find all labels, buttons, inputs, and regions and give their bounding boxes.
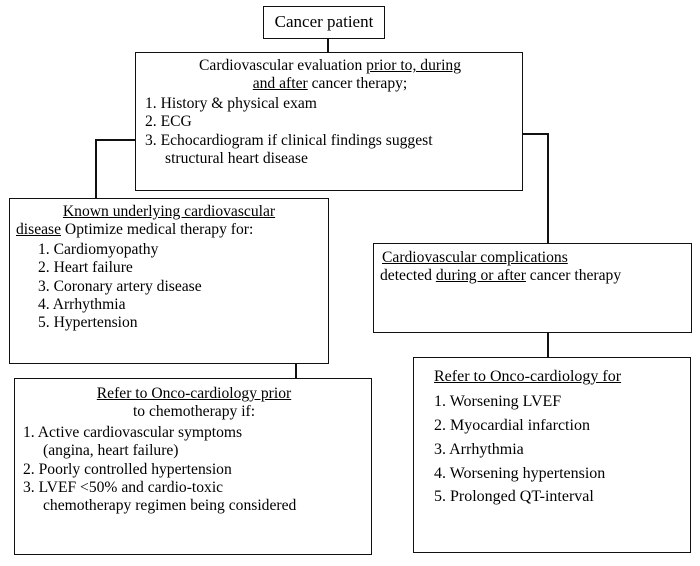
list-item: 4. Worsening hypertension: [434, 464, 606, 482]
node-refer-onco-cardiology-for[interactable]: Refer to Onco-cardiology for 1. Worsenin…: [413, 357, 691, 553]
list-item: 4. Arrhythmia: [38, 295, 126, 313]
header-plain-1: Cardiovascular evaluation: [199, 57, 367, 74]
node-cardiovascular-complications-header: Cardiovascular complications: [380, 249, 687, 267]
node-cardiovascular-complications-line2: detected during or after cancer therapy: [380, 267, 687, 285]
connector-complications-to-refer-for: [547, 332, 549, 358]
list-item: 3. Arrhythmia: [434, 440, 524, 458]
list-item: 1. Cardiomyopathy: [38, 240, 159, 258]
connector-known-disease-to-refer-prior: [295, 363, 297, 379]
list-item: 3. Echocardiogram if clinical findings s…: [145, 131, 433, 149]
header-underline-1: Known underlying cardiovascular: [62, 203, 276, 220]
node-refer-onco-cardiology-for-list: 1. Worsening LVEF 2. Myocardial infarcti…: [428, 393, 686, 507]
header-underline-1: prior to, during: [366, 57, 461, 74]
node-refer-onco-cardiology-prior[interactable]: Refer to Onco-cardiology prior to chemot…: [14, 378, 372, 555]
header-plain: Optimize medical therapy for:: [61, 221, 254, 239]
header-underline-1: Cardiovascular complications: [382, 249, 568, 266]
header-plain: to chemotherapy if:: [132, 403, 256, 421]
line2-underline: during or after: [435, 267, 526, 285]
list-item: 2. Heart failure: [38, 259, 133, 277]
connector-evaluation-to-complications-vertical: [547, 133, 549, 244]
list-item: 2. Poorly controlled hypertension: [23, 460, 232, 478]
list-item: 5. Prolonged QT-interval: [434, 488, 594, 506]
list-item-continuation: (angina, heart failure): [43, 442, 179, 460]
connector-evaluation-to-known-disease-vertical: [95, 139, 97, 199]
node-cardiovascular-complications[interactable]: Cardiovascular complications detected du…: [373, 243, 692, 333]
header-underline: Refer to Onco-cardiology for: [434, 368, 622, 385]
node-cancer-patient-label: Cancer patient: [274, 12, 374, 32]
line2-plain-1: detected: [380, 267, 436, 285]
list-item: 3. Coronary artery disease: [38, 277, 202, 295]
list-item-continuation: structural heart disease: [165, 149, 308, 167]
list-item: 2. ECG: [145, 113, 192, 131]
connector-evaluation-to-complications-horizontal: [521, 133, 549, 135]
header-plain-2: cancer therapy;: [307, 75, 408, 93]
list-item: 5. Hypertension: [38, 314, 138, 332]
connector-cancer-patient-to-evaluation: [327, 38, 329, 53]
list-item: 1. Active cardiovascular symptoms: [23, 423, 243, 441]
node-refer-onco-cardiology-prior-list: 1. Active cardiovascular symptoms (angin…: [21, 424, 367, 516]
connector-evaluation-to-known-disease-horizontal: [95, 139, 136, 141]
list-item-continuation: chemotherapy regimen being considered: [43, 497, 297, 515]
node-cardiovascular-evaluation-header: Cardiovascular evaluation prior to, duri…: [144, 57, 516, 94]
header-underline-2: disease: [16, 221, 62, 239]
node-known-underlying-disease-subheader: disease Optimize medical therapy for:: [16, 221, 322, 239]
node-cancer-patient[interactable]: Cancer patient: [263, 6, 385, 39]
node-cardiovascular-evaluation-list: 1. History & physical exam 2. ECG 3. Ech…: [144, 95, 516, 169]
node-refer-onco-cardiology-prior-header: Refer to Onco-cardiology prior to chemot…: [21, 385, 367, 422]
list-item: 1. History & physical exam: [145, 94, 317, 112]
list-item: 2. Myocardial infarction: [434, 416, 590, 434]
line2-plain-2: cancer therapy: [525, 267, 622, 285]
node-refer-onco-cardiology-for-header: Refer to Onco-cardiology for: [428, 368, 686, 387]
header-underline: Refer to Onco-cardiology prior: [96, 385, 292, 402]
list-item: 1. Worsening LVEF: [434, 392, 562, 410]
list-item: 3. LVEF <50% and cardio-toxic: [23, 478, 224, 496]
node-known-underlying-disease[interactable]: Known underlying cardiovascular disease …: [9, 198, 329, 364]
header-underline-2: and after: [252, 75, 308, 93]
node-cardiovascular-evaluation[interactable]: Cardiovascular evaluation prior to, duri…: [135, 52, 523, 191]
node-known-underlying-disease-header: Known underlying cardiovascular: [16, 203, 322, 221]
node-known-underlying-disease-list: 1. Cardiomyopathy 2. Heart failure 3. Co…: [16, 241, 322, 333]
